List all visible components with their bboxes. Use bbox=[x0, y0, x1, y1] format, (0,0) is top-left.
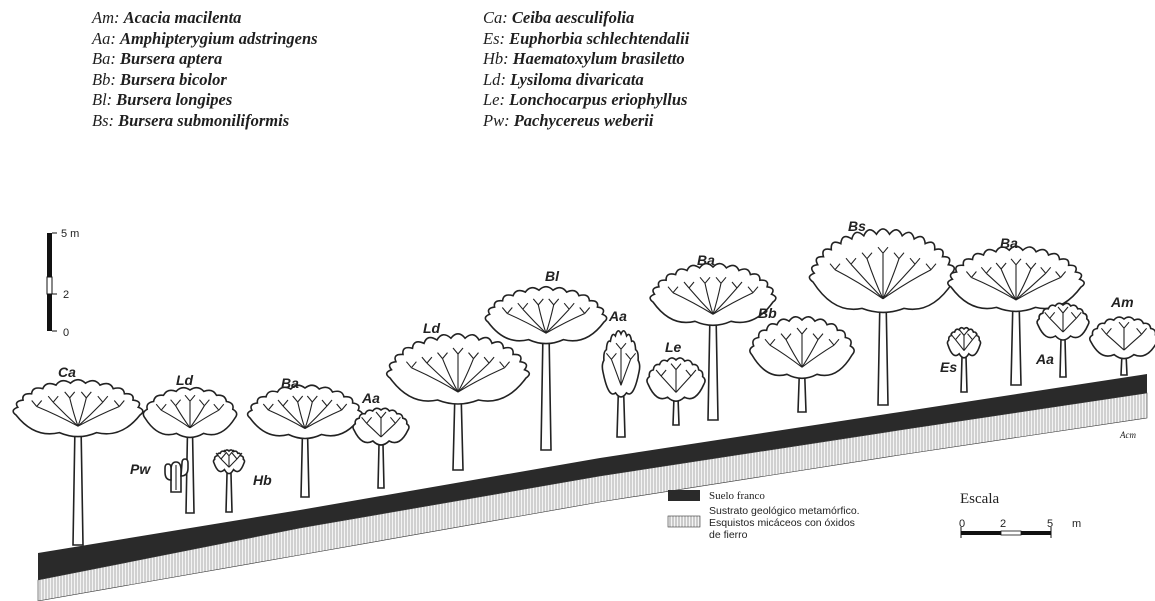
legend-swatch-soil bbox=[668, 490, 700, 501]
vertical-scale-bar: 5 m 2 0 bbox=[47, 228, 79, 339]
tree-illustration bbox=[213, 450, 244, 512]
tree-illustration bbox=[387, 334, 530, 470]
tree-label: Ba bbox=[281, 375, 299, 391]
legend-label-substrate-1: Sustrato geológico metamórfico. bbox=[709, 505, 860, 517]
tree-label: Ba bbox=[697, 252, 715, 268]
tree-label: Hb bbox=[253, 472, 272, 488]
scale-label-top: 5 m bbox=[61, 228, 79, 240]
horizontal-scale-bar: Escala 0 2 5 m bbox=[959, 491, 1081, 538]
cactus-illustration bbox=[165, 459, 188, 492]
scale-segment-dark bbox=[47, 294, 52, 331]
tree-illustration bbox=[750, 317, 854, 412]
scale-segment-light bbox=[1001, 531, 1021, 535]
scale-segment-dark bbox=[961, 531, 1001, 535]
scale-title: Escala bbox=[960, 491, 999, 507]
tree-label: Ld bbox=[423, 320, 441, 336]
tree-label: Bb bbox=[758, 305, 777, 321]
scale-tick-label: 5 bbox=[1047, 518, 1053, 530]
tree-illustration bbox=[353, 408, 409, 488]
tree-label: Ca bbox=[58, 364, 76, 380]
legend-label-soil: Suelo franco bbox=[709, 490, 765, 502]
strata-legend: Suelo franco Sustrato geológico metamórf… bbox=[668, 490, 860, 541]
tree-illustration bbox=[809, 229, 956, 405]
tree-label: Ba bbox=[1000, 235, 1018, 251]
scale-tick-label: 2 bbox=[1000, 518, 1006, 530]
tree-label: Aa bbox=[361, 390, 380, 406]
scale-label-mid: 2 bbox=[63, 289, 69, 301]
tree-label: Aa bbox=[1035, 351, 1054, 367]
tree-label: Bl bbox=[545, 268, 560, 284]
scale-unit: m bbox=[1072, 518, 1081, 530]
scale-segment-dark bbox=[1021, 531, 1051, 535]
legend-label-substrate-2: Esquistos micáceos con óxidos bbox=[709, 517, 855, 529]
tree-illustration bbox=[602, 331, 639, 437]
artist-signature: Acm bbox=[1119, 430, 1136, 440]
tree-label: Aa bbox=[608, 308, 627, 324]
scale-segment-dark bbox=[47, 233, 52, 277]
scale-segment-light bbox=[47, 277, 52, 294]
scale-label-bottom: 0 bbox=[63, 327, 69, 339]
tree-label: Am bbox=[1110, 294, 1134, 310]
legend-swatch-substrate bbox=[668, 516, 700, 527]
tree-label: Es bbox=[940, 359, 957, 375]
tree-illustration bbox=[1090, 317, 1155, 375]
tree-illustration bbox=[13, 380, 143, 545]
scale-tick-label: 0 bbox=[959, 518, 965, 530]
tree-label: Bs bbox=[848, 218, 866, 234]
legend-label-substrate-3: de fierro bbox=[709, 529, 748, 541]
tree-illustration bbox=[647, 358, 705, 425]
tree-label: Pw bbox=[130, 461, 151, 477]
tree-label: Le bbox=[665, 339, 682, 355]
tree-label: Ld bbox=[176, 372, 194, 388]
